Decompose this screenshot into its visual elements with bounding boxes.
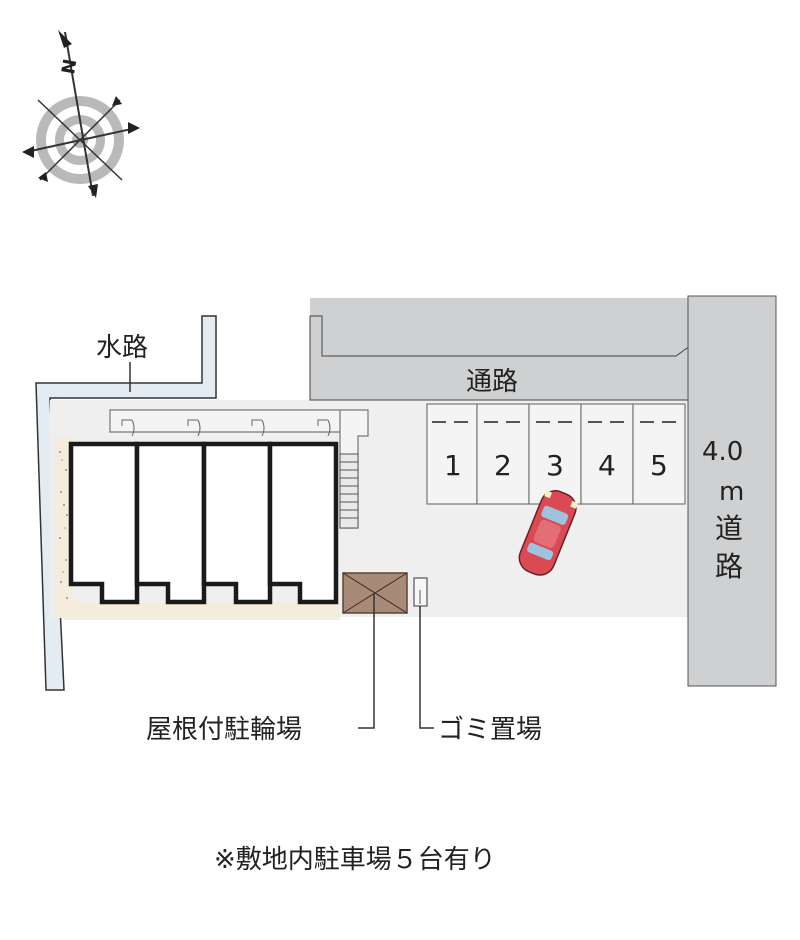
- road-char-1: 道: [715, 512, 743, 545]
- planting-texture: [59, 451, 68, 599]
- building-unit: [201, 441, 273, 605]
- road-char-2: 路: [715, 550, 743, 583]
- parking-space-number: 3: [546, 449, 564, 482]
- garbage-area-label: ゴミ置場: [438, 715, 542, 745]
- parking-space: [528, 403, 582, 505]
- building-unit: [134, 441, 207, 605]
- main-road: [687, 295, 777, 687]
- road-width-label: 4.0: [702, 437, 743, 467]
- parking-space: [632, 403, 686, 505]
- planting-strip-left: [55, 438, 73, 616]
- passage-road: [310, 298, 690, 356]
- car-icon: [518, 490, 578, 576]
- bicycle-parking: [342, 572, 408, 614]
- compass-icon: N: [22, 30, 140, 198]
- building-unit: [68, 441, 140, 605]
- parking-space: [426, 403, 478, 505]
- passage-road-strip: [309, 315, 691, 401]
- parking-space-number: 4: [598, 449, 616, 482]
- north-letter: N: [58, 57, 81, 75]
- footnote: ※敷地内駐車場５台有り: [214, 845, 496, 875]
- building-unit: [267, 441, 339, 605]
- entry-marks: [121, 419, 331, 437]
- building: [68, 441, 339, 605]
- road-unit-label: m: [719, 477, 744, 507]
- garbage-area: [413, 577, 428, 607]
- garbage-leader-line: [419, 606, 434, 729]
- parking-area: [426, 403, 686, 505]
- waterway-channel: [35, 315, 217, 691]
- waterway-label: 水路: [96, 333, 148, 363]
- planting-strip-bottom: [55, 602, 340, 618]
- parking-space-number: 1: [444, 449, 462, 482]
- bicycle-leader-line: [358, 594, 375, 729]
- parking-space-number: 2: [494, 449, 512, 482]
- passage-label: 通路: [466, 367, 518, 397]
- parking-space: [476, 403, 530, 505]
- staircase: [339, 453, 359, 529]
- parking-space: [580, 403, 634, 505]
- bicycle-parking-label: 屋根付駐輪場: [146, 715, 302, 745]
- parking-space-number: 5: [650, 449, 668, 482]
